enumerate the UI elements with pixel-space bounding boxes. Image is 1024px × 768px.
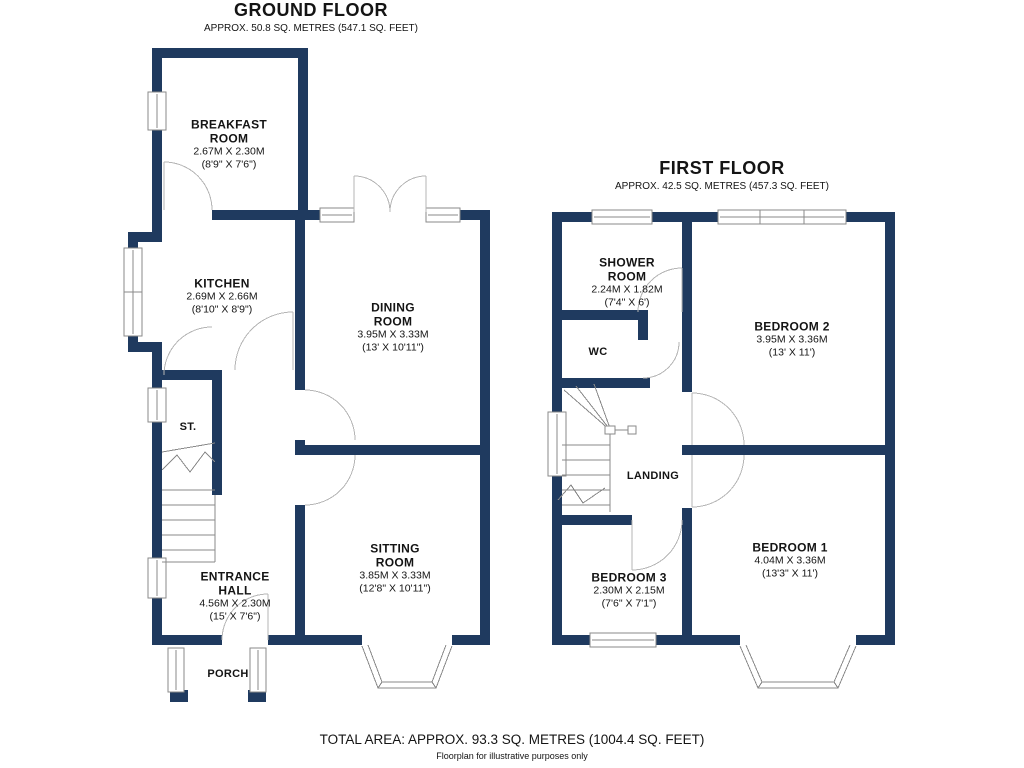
room-label-shower: SHOWER ROOM 2.24M X 1.82M (7'4" X 6') <box>591 255 663 309</box>
ground-floor-stairs <box>161 442 216 563</box>
window <box>147 557 167 599</box>
ground-floor-title-block: GROUND FLOOR APPROX. 50.8 SQ. METRES (54… <box>204 0 418 34</box>
first-floor-doors <box>631 267 745 571</box>
door-arc <box>637 267 683 313</box>
ground-floor-title: GROUND FLOOR <box>234 0 388 20</box>
window <box>319 207 355 223</box>
ground-floor-subtitle: APPROX. 50.8 SQ. METRES (547.1 SQ. FEET) <box>204 23 418 34</box>
disclaimer-text: Floorplan for illustrative purposes only <box>436 751 588 761</box>
window <box>425 207 461 223</box>
window <box>717 209 847 225</box>
door-arc <box>163 161 213 211</box>
window <box>147 387 167 423</box>
door-arc <box>631 519 683 571</box>
french-door-arc <box>389 175 427 213</box>
total-area-text: TOTAL AREA: APPROX. 93.3 SQ. METRES (100… <box>319 732 705 747</box>
room-label-bedroom3: BEDROOM 3 2.30M X 2.15M (7'6" X 7'1") <box>591 570 667 610</box>
room-label-wc: WC <box>588 346 608 358</box>
room-label-landing: LANDING <box>626 470 680 482</box>
footer: TOTAL AREA: APPROX. 93.3 SQ. METRES (100… <box>320 732 705 761</box>
first-floor-subtitle: APPROX. 42.5 SQ. METRES (457.3 SQ. FEET) <box>615 181 829 192</box>
window <box>147 91 167 131</box>
room-label-store: ST. <box>179 421 197 433</box>
first-floor-title-block: FIRST FLOOR APPROX. 42.5 SQ. METRES (457… <box>615 158 829 192</box>
ground-floor-windows <box>123 91 461 693</box>
room-label-porch: PORCH <box>207 668 249 680</box>
front-door-arc <box>221 593 269 641</box>
first-floor-plan <box>547 209 895 689</box>
ground-floor-bay-window <box>361 644 453 689</box>
first-floor-walls <box>552 212 895 645</box>
window <box>591 209 653 225</box>
ground-floor-plan <box>123 48 490 702</box>
door-arc <box>304 454 356 506</box>
first-floor-title: FIRST FLOOR <box>659 158 785 178</box>
door-arc <box>642 341 680 379</box>
first-floor-bay-window <box>739 644 857 689</box>
porch-window <box>167 647 185 693</box>
porch-window <box>249 647 267 693</box>
first-floor-windows <box>547 209 847 648</box>
room-label-dining: DINING ROOM 3.95M X 3.33M (13' X 10'11") <box>357 300 429 354</box>
door-arc <box>691 454 745 508</box>
window <box>123 247 143 337</box>
room-label-bedroom2: BEDROOM 2 3.95M X 3.36M (13' X 11') <box>754 319 830 359</box>
ground-floor-walls <box>128 48 490 702</box>
room-label-entrance-hall: ENTRANCE HALL 4.56M X 2.30M (15' X 7'6") <box>199 569 271 623</box>
room-label-breakfast: BREAKFAST ROOM 2.67M X 2.30M (8'9" X 7'6… <box>190 117 268 171</box>
door-arc <box>163 326 213 376</box>
door-arc <box>234 311 294 371</box>
window <box>589 632 657 648</box>
room-label-bedroom1: BEDROOM 1 4.04M X 3.36M (13'3" X 11') <box>752 540 828 580</box>
window <box>547 411 567 477</box>
room-label-sitting: SITTING ROOM 3.85M X 3.33M (12'8" X 10'1… <box>359 541 431 595</box>
ground-floor-doors <box>163 161 427 641</box>
first-floor-stairs <box>557 383 637 512</box>
room-label-kitchen: KITCHEN 2.69M X 2.66M (8'10" X 8'9") <box>186 276 258 316</box>
door-arc <box>691 392 745 446</box>
door-arc <box>304 389 356 441</box>
french-door-arc <box>353 175 391 213</box>
